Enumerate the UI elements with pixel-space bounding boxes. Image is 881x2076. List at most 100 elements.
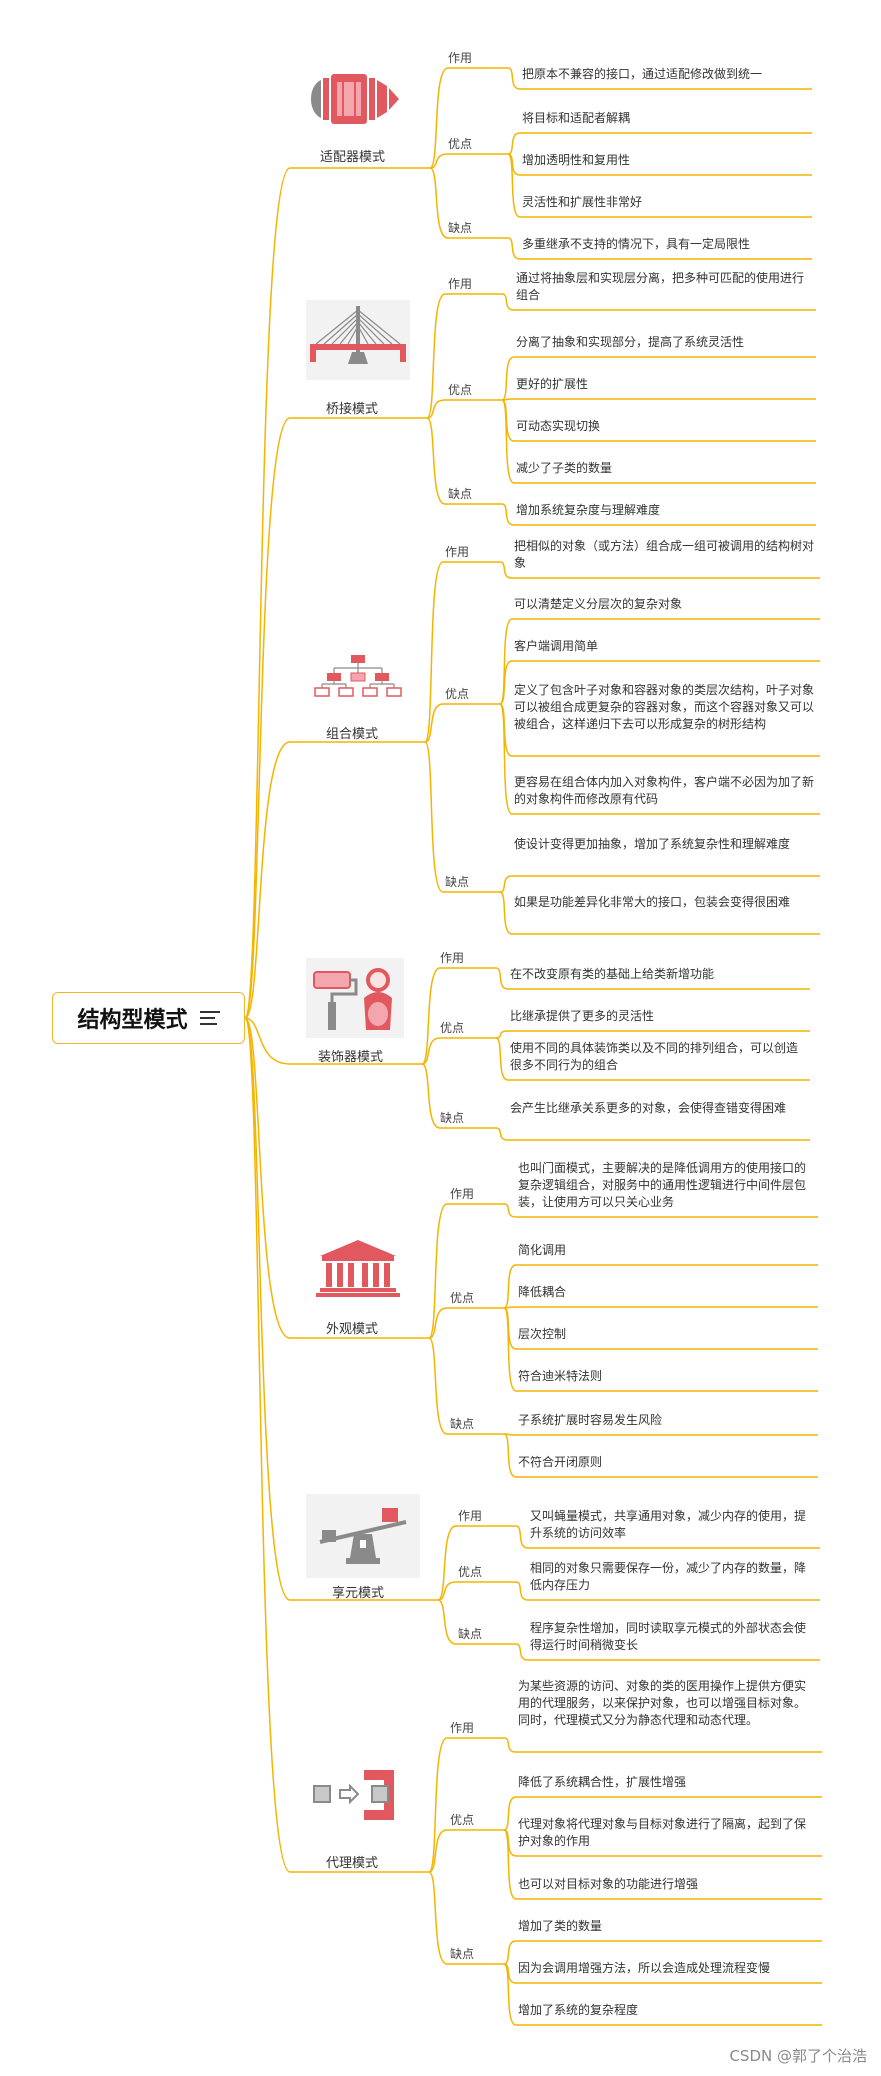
leaf-underline — [501, 293, 816, 311]
category-label[interactable]: 作用 — [450, 1721, 475, 1735]
leaf-branch — [499, 875, 513, 893]
root-branch — [244, 1017, 291, 1065]
leaf-text[interactable]: 把相似的对象（或方法）组合成一组可被调用的结构树对象 — [514, 539, 815, 570]
leaf-underline — [515, 1525, 820, 1549]
category-branch — [421, 1063, 441, 1129]
category-branch — [437, 1525, 457, 1601]
leaf-text[interactable]: 在不改变原有类的基础上给类新增功能 — [510, 967, 715, 981]
category-label[interactable]: 优点 — [450, 1813, 475, 1827]
leaf-text[interactable]: 更好的扩展性 — [516, 377, 589, 391]
category-label[interactable]: 作用 — [448, 277, 473, 291]
leaf-text[interactable]: 也叫门面模式，主要解决的是降低调用方的使用接口的复杂逻辑组合，对服务中的通用性逻… — [518, 1161, 807, 1209]
pattern-label[interactable]: 代理模式 — [326, 1856, 379, 1871]
leaf-text[interactable]: 降低了系统耦合性，扩展性增强 — [518, 1775, 687, 1789]
leaf-text[interactable]: 也可以对目标对象的功能进行增强 — [518, 1877, 699, 1891]
leaf-text[interactable]: 可动态实现切换 — [516, 419, 601, 433]
category-label[interactable]: 缺点 — [448, 487, 473, 501]
pattern-label[interactable]: 外观模式 — [326, 1322, 379, 1337]
leaf-text[interactable]: 分离了抽象和实现部分，提高了系统灵活性 — [516, 335, 745, 349]
pattern-label[interactable]: 享元模式 — [332, 1586, 385, 1601]
pattern-label[interactable]: 组合模式 — [326, 727, 379, 742]
leaf-text[interactable]: 子系统扩展时容易发生风险 — [518, 1413, 663, 1427]
leaf-underline — [503, 1203, 818, 1218]
category-label[interactable]: 作用 — [448, 51, 473, 65]
leaf-text[interactable]: 如果是功能差异化非常大的接口，包装会变得很困难 — [514, 895, 791, 909]
leaf-underline — [499, 561, 820, 579]
leaf-text[interactable]: 使设计变得更加抽象，增加了系统复杂性和理解难度 — [514, 837, 791, 851]
category-branch — [428, 1737, 448, 1873]
facade-building-icon — [316, 1240, 400, 1297]
leaf-text[interactable]: 因为会调用增强方法，所以会造成处理流程变慢 — [518, 1961, 771, 1975]
category-label[interactable]: 缺点 — [448, 221, 473, 235]
pattern-label[interactable]: 适配器模式 — [320, 150, 386, 165]
adapter-icon — [309, 74, 401, 124]
leaf-text[interactable]: 增加系统复杂度与理解难度 — [516, 503, 661, 517]
leaf-text[interactable]: 客户端调用简单 — [514, 639, 599, 653]
leaf-text[interactable]: 比继承提供了更多的灵活性 — [510, 1009, 655, 1023]
root-title: 结构型模式 — [77, 1008, 188, 1033]
composite-tree-icon — [314, 655, 402, 697]
category-branch — [426, 399, 446, 419]
leaf-text[interactable]: 减少了子类的数量 — [516, 461, 613, 475]
leaf-underline — [495, 1127, 810, 1141]
leaf-branch — [501, 399, 515, 484]
leaf-text[interactable]: 代理对象将代理对象与目标对象进行了隔离，起到了保护对象的作用 — [518, 1817, 807, 1848]
decorator-icon — [306, 958, 404, 1038]
leaf-text[interactable]: 可以清楚定义分层次的复杂对象 — [514, 597, 683, 611]
leaf-text[interactable]: 不符合开闭原则 — [518, 1455, 603, 1469]
category-label[interactable]: 优点 — [450, 1291, 475, 1305]
pattern-label[interactable]: 装饰器模式 — [318, 1050, 384, 1065]
leaf-text[interactable]: 程序复杂性增加，同时读取享元模式的外部状态会使得运行时间稍微变长 — [530, 1621, 807, 1652]
category-label[interactable]: 作用 — [440, 951, 465, 965]
category-label[interactable]: 缺点 — [458, 1627, 483, 1641]
category-label[interactable]: 作用 — [458, 1509, 483, 1523]
category-label[interactable]: 优点 — [448, 137, 473, 151]
leaf-underline — [501, 503, 816, 526]
category-label[interactable]: 缺点 — [450, 1947, 475, 1961]
leaf-branch — [507, 132, 521, 155]
category-label[interactable]: 优点 — [458, 1565, 483, 1579]
category-label[interactable]: 优点 — [445, 687, 470, 701]
leaf-text[interactable]: 增加透明性和复用性 — [522, 153, 631, 167]
category-branch — [424, 741, 444, 893]
leaf-text[interactable]: 使用不同的具体装饰类以及不同的排列组合，可以创造很多不同行为的组合 — [510, 1041, 799, 1072]
leaf-text[interactable]: 定义了包含叶子对象和容器对象的类层次结构，叶子对象可以被组合成更复杂的容器对象，… — [514, 683, 815, 731]
category-branch — [424, 561, 444, 743]
leaf-text[interactable]: 增加了系统的复杂程度 — [518, 2003, 639, 2017]
leaf-underline — [515, 1581, 820, 1601]
leaf-text[interactable]: 把原本不兼容的接口，通过适配修改做到统一 — [522, 67, 763, 81]
leaf-text[interactable]: 为某些资源的访问、对象的类的医用操作上提供方便实用的代理服务，以来保护对象，也可… — [518, 1679, 807, 1727]
leaf-text[interactable]: 层次控制 — [518, 1327, 567, 1341]
bridge-icon — [306, 300, 410, 380]
pattern-label[interactable]: 桥接模式 — [326, 402, 379, 417]
root-node[interactable]: 结构型模式 — [52, 992, 245, 1044]
category-branch — [429, 167, 449, 239]
leaf-text[interactable]: 相同的对象只需要保存一份，减少了内存的数量，降低内存压力 — [530, 1561, 807, 1592]
leaf-underline — [507, 67, 812, 90]
category-label[interactable]: 优点 — [440, 1021, 465, 1035]
category-label[interactable]: 缺点 — [440, 1111, 465, 1125]
category-label[interactable]: 缺点 — [450, 1417, 475, 1431]
leaf-text[interactable]: 简化调用 — [518, 1243, 567, 1257]
leaf-text[interactable]: 更容易在组合体内加入对象构件，客户端不必因为加了新的对象构件而修改原有代码 — [514, 775, 815, 806]
category-label[interactable]: 作用 — [445, 545, 470, 559]
leaf-text[interactable]: 通过将抽象层和实现层分离，把多种可匹配的使用进行组合 — [516, 271, 805, 302]
leaf-text[interactable]: 多重继承不支持的情况下，具有一定局限性 — [522, 237, 751, 251]
leaf-text[interactable]: 又叫蝇量模式，共享通用对象，减少内存的使用，提升系统的访问效率 — [530, 1509, 807, 1540]
leaf-text[interactable]: 将目标和适配者解耦 — [522, 111, 631, 125]
leaf-underline — [495, 967, 810, 990]
leaf-text[interactable]: 增加了类的数量 — [518, 1919, 603, 1933]
leaf-branch — [495, 1030, 509, 1039]
category-label[interactable]: 缺点 — [445, 875, 470, 889]
leaf-text[interactable]: 符合迪米特法则 — [518, 1369, 603, 1383]
category-branch — [437, 1599, 457, 1645]
leaf-branch — [503, 1264, 517, 1309]
category-label[interactable]: 作用 — [450, 1187, 475, 1201]
leaf-text[interactable]: 会产生比继承关系更多的对象，会使得查错变得困难 — [510, 1101, 787, 1115]
root-branch — [244, 1017, 291, 1601]
leaf-text[interactable]: 降低耦合 — [518, 1285, 567, 1299]
root-branch — [244, 417, 291, 1019]
leaf-text[interactable]: 灵活性和扩展性非常好 — [522, 195, 643, 209]
category-label[interactable]: 优点 — [448, 383, 473, 397]
